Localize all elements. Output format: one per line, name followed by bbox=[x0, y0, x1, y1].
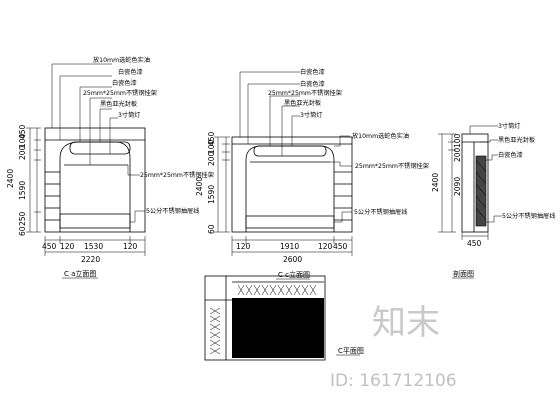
dim-s-v-0: 2400 bbox=[431, 173, 440, 192]
note-c-1: 白瓷色漆 bbox=[300, 68, 325, 76]
dim-c-h-3: 450 bbox=[333, 242, 348, 251]
dim-a-v-1: 450 bbox=[18, 124, 27, 139]
elevation-c bbox=[214, 71, 353, 256]
note-c-4: 黑色亚光封板 bbox=[284, 99, 321, 107]
dim-c-v-1: 450 bbox=[207, 131, 216, 146]
dim-s-v-3: 2090 bbox=[453, 177, 462, 196]
note-a-1: 放10mm选蛇色实油 bbox=[93, 56, 150, 64]
section-view bbox=[438, 125, 502, 240]
elevation-a-frame bbox=[44, 127, 146, 233]
elevation-c-dims: 2400 450 200 100 1590 60 120 1910 120 45… bbox=[195, 131, 348, 264]
dim-a-h-1: 120 bbox=[60, 242, 75, 251]
note-a-8: 5公分不锈钢抽屉线 bbox=[146, 207, 199, 215]
section-dims: 2400 200 100 2090 450 bbox=[431, 133, 482, 248]
dim-a-v-2: 200 bbox=[18, 145, 27, 160]
dim-a-h-4: 2220 bbox=[81, 255, 100, 264]
section-title: 剖面图 bbox=[453, 269, 474, 278]
elevation-c-title: C c立面图 bbox=[278, 270, 310, 279]
watermark-logo: 知末 bbox=[372, 303, 440, 343]
note-s-3: 白瓷色漆 bbox=[498, 151, 523, 159]
dim-c-v-0: 2400 bbox=[195, 177, 204, 196]
dim-c-h-1: 1910 bbox=[280, 242, 299, 251]
dim-a-v-5: 250 bbox=[18, 211, 27, 226]
note-s-4: 5公分不锈钢抽屉线 bbox=[502, 212, 555, 220]
elevation-a-dims: 2400 450 200 100 1590 250 60 450 120 153… bbox=[6, 124, 138, 264]
note-a-5: 黑色亚光封板 bbox=[100, 100, 137, 108]
dim-a-v-6: 60 bbox=[18, 226, 27, 236]
elevation-c-drawer bbox=[245, 215, 335, 229]
elevation-a-drawer bbox=[59, 213, 131, 229]
dim-a-v-3: 100 bbox=[18, 133, 27, 148]
section-hatched-panel bbox=[475, 155, 487, 227]
note-a-2: 白瓷色漆 bbox=[118, 68, 143, 76]
elevation-c-light-box bbox=[253, 145, 327, 157]
section-frame bbox=[461, 133, 489, 233]
plan-title: C平面图 bbox=[338, 347, 364, 355]
dim-c-v-3: 100 bbox=[207, 139, 216, 154]
dim-a-h-0: 450 bbox=[42, 242, 57, 251]
note-c-2: 白瓷色漆 bbox=[300, 80, 325, 88]
dim-c-h-0: 120 bbox=[236, 242, 251, 251]
elevation-a bbox=[26, 63, 146, 256]
plan-floor-fill bbox=[232, 298, 324, 358]
elevation-c-notes: 白瓷色漆 白瓷色漆 25mm*25mm不锈钢挂架 黑色亚光封板 3寸筒灯 放10… bbox=[268, 68, 429, 216]
dim-s-h-0: 450 bbox=[467, 239, 482, 248]
dim-c-h-2: 120 bbox=[318, 242, 333, 251]
plan-view bbox=[204, 275, 326, 361]
note-a-6: 3寸筒灯 bbox=[118, 111, 141, 119]
dim-a-h-2: 1530 bbox=[84, 242, 103, 251]
dim-s-v-1: 200 bbox=[453, 147, 462, 162]
section-notes: 3寸筒灯 黑色亚光封板 白瓷色漆 5公分不锈钢抽屉线 bbox=[498, 122, 555, 220]
note-c-8: 5公分不锈钢抽屉线 bbox=[354, 208, 407, 216]
dim-a-h-3: 120 bbox=[123, 242, 138, 251]
note-c-7: 25mm*25mm不锈钢挂架 bbox=[355, 162, 429, 170]
elevation-a-title: C a立面图 bbox=[64, 269, 96, 278]
dim-a-v-0: 2400 bbox=[6, 169, 15, 188]
elevation-a-light-box bbox=[69, 141, 131, 155]
note-a-4: 25mm*25mm不锈钢挂架 bbox=[83, 89, 157, 97]
dim-s-v-2: 100 bbox=[453, 133, 462, 148]
note-c-6: 放10mm选蛇色实油 bbox=[352, 132, 409, 140]
dim-c-v-5: 60 bbox=[207, 224, 216, 234]
note-c-5: 3寸筒灯 bbox=[300, 111, 323, 119]
note-s-2: 黑色亚光封板 bbox=[498, 136, 535, 144]
note-a-7: 25mm*25mm不锈钢挂架 bbox=[140, 171, 214, 179]
plan-frame bbox=[204, 275, 326, 361]
note-a-3: 白瓷色漆 bbox=[112, 79, 137, 87]
dim-c-v-4: 1590 bbox=[207, 185, 216, 204]
dim-c-h-4: 2600 bbox=[283, 255, 302, 264]
watermark-id: ID: 161712106 bbox=[330, 371, 457, 391]
elevation-a-notes: 放10mm选蛇色实油 白瓷色漆 白瓷色漆 25mm*25mm不锈钢挂架 黑色亚光… bbox=[83, 56, 214, 215]
dim-a-v-4: 1590 bbox=[18, 181, 27, 200]
note-c-3: 25mm*25mm不锈钢挂架 bbox=[268, 89, 342, 97]
note-s-1: 3寸筒灯 bbox=[498, 122, 521, 130]
dim-c-v-2: 200 bbox=[207, 151, 216, 166]
